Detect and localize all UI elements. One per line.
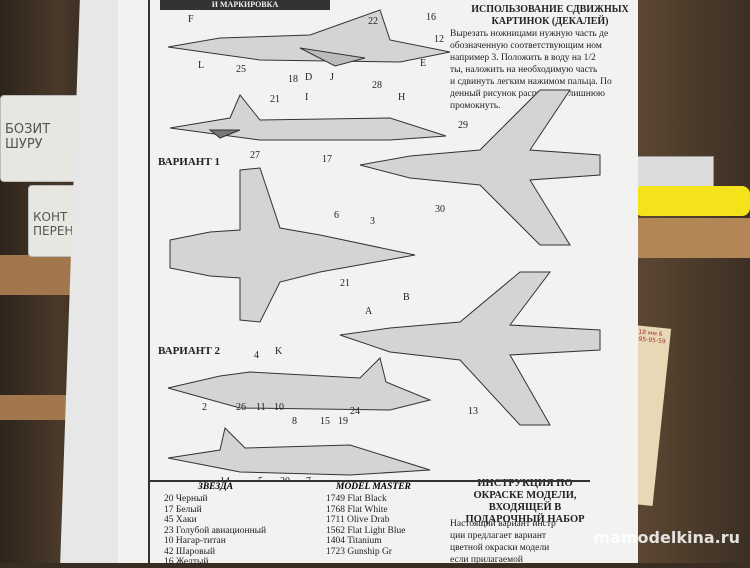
callout: E bbox=[420, 58, 426, 69]
zvezda-list: 20 Черный 17 Белый 45 Хаки 23 Голубой ав… bbox=[164, 494, 266, 568]
legend-row: 45 Хаки bbox=[164, 515, 197, 525]
watermark: mamodelkina.ru bbox=[593, 528, 740, 547]
callout: 13 bbox=[468, 406, 478, 417]
side-view-2 bbox=[169, 94, 447, 141]
top-view-2 bbox=[339, 271, 601, 426]
paint-line: если прилагаемой bbox=[450, 555, 523, 565]
callout: F bbox=[188, 14, 194, 25]
callout: L bbox=[198, 60, 204, 71]
model-master-list: 1749 Flat Black 1768 Flat White 1711 Oli… bbox=[326, 494, 405, 557]
callout: 16 bbox=[426, 12, 436, 23]
callout: 26 bbox=[236, 402, 246, 413]
paint-line: цветной окраски модели bbox=[450, 543, 550, 553]
legend-row: 16 Желтый bbox=[164, 557, 209, 567]
paint-line: ции предлагает вариант bbox=[450, 531, 547, 541]
zvezda-header: ЗВЕЗДА bbox=[198, 482, 234, 492]
callout: 19 bbox=[338, 416, 348, 427]
callout: J bbox=[330, 72, 334, 83]
box-label-1: БОЗИТ ШУРУ bbox=[5, 122, 51, 152]
callout: 24 bbox=[350, 406, 360, 417]
decal-line: ты, наложить на необходимую часть bbox=[450, 65, 598, 75]
decal-line: и сдвинуть легким нажимом пальца. По bbox=[450, 77, 612, 87]
callout: 29 bbox=[458, 120, 468, 131]
bottom-view-1 bbox=[169, 167, 416, 323]
model-master-header: MODEL MASTER bbox=[336, 482, 411, 492]
decal-instructions: Вырезать ножницами нужную часть де обозн… bbox=[450, 28, 640, 112]
callout: 11 bbox=[256, 402, 266, 413]
top-view-1 bbox=[359, 89, 601, 246]
decal-line: Вырезать ножницами нужную часть де bbox=[450, 29, 609, 39]
aircraft-drawings: F L D J E I H K A B 22 16 12 25 18 28 21… bbox=[167, 9, 601, 480]
side-view-4 bbox=[167, 427, 431, 476]
callout: 10 bbox=[274, 402, 284, 413]
device-box bbox=[628, 156, 714, 188]
callout: 3 bbox=[370, 216, 375, 227]
yellow-battery bbox=[634, 186, 750, 216]
callout: B bbox=[403, 292, 410, 303]
callout: 5 bbox=[258, 476, 263, 480]
legend-row: 1562 Flat Light Blue bbox=[326, 525, 406, 536]
callout: 4 bbox=[254, 350, 259, 361]
callout: 14 bbox=[220, 476, 230, 480]
callout: H bbox=[398, 92, 405, 103]
decal-line: например 3. Положить в воду на 1/2 bbox=[450, 53, 596, 63]
callout: 20 bbox=[280, 476, 290, 480]
legend-row: 17 Белый bbox=[164, 504, 202, 515]
paint-legend: ЗВЕЗДА MODEL MASTER 20 Черный 17 Белый 4… bbox=[150, 480, 590, 568]
box-label-2: КОНТ ПЕРЕН bbox=[33, 210, 74, 238]
callout: 15 bbox=[320, 416, 330, 427]
callout: 22 bbox=[368, 16, 378, 27]
callout: 21 bbox=[340, 278, 350, 289]
variant-2-label: ВАРИАНТ 2 bbox=[158, 345, 220, 357]
decal-heading: ИСПОЛЬЗОВАНИЕ СДВИЖНЫХ КАРТИНОК (ДЕКАЛЕЙ… bbox=[471, 4, 629, 27]
side-view-3 bbox=[167, 357, 432, 411]
legend-row: 1404 Titanium bbox=[326, 536, 382, 546]
callout: 17 bbox=[322, 154, 332, 165]
legend-row: 1749 Flat Black bbox=[326, 494, 387, 504]
callout: D bbox=[305, 72, 312, 83]
callout: 18 bbox=[288, 74, 298, 85]
shelf-board-right bbox=[625, 218, 750, 258]
legend-row: 1711 Olive Drab bbox=[326, 515, 390, 525]
legend-row: 42 Шаровый bbox=[164, 546, 216, 557]
callout: 2 bbox=[202, 402, 207, 413]
top-label: И МАРКИРОВКА bbox=[160, 0, 330, 10]
callout: 28 bbox=[372, 80, 382, 91]
callout: 21 bbox=[270, 94, 280, 105]
callout: 27 bbox=[250, 150, 260, 161]
legend-row: 1723 Gunship Gr bbox=[326, 546, 392, 557]
callout: A bbox=[365, 306, 373, 317]
sheet-border bbox=[148, 0, 646, 563]
paint-instructions: Настоящий вариант инстр ции предлагает в… bbox=[450, 518, 590, 566]
decal-line: обозначенную соответствующим ном bbox=[450, 41, 602, 51]
decal-line: денный рисунок расправить, лишнюю bbox=[450, 89, 606, 99]
callout: 30 bbox=[435, 204, 445, 215]
paint-line: Настоящий вариант инстр bbox=[450, 519, 556, 529]
callout: 6 bbox=[334, 210, 339, 221]
legend-row: 23 Голубой авиационный bbox=[164, 525, 267, 536]
callout: 8 bbox=[292, 416, 297, 427]
side-view-1 bbox=[167, 9, 451, 67]
paint-heading: ИНСТРУКЦИЯ ПО ОКРАСКЕ МОДЕЛИ, ВХОДЯЩЕЙ В… bbox=[465, 478, 585, 525]
callout: 7 bbox=[306, 476, 311, 480]
callout: 12 bbox=[434, 34, 444, 45]
callout-labels: F L D J E I H K A B 22 16 12 25 18 28 21… bbox=[188, 12, 478, 480]
legend-row: 20 Черный bbox=[164, 494, 208, 504]
callout: 25 bbox=[236, 64, 246, 75]
callout: I bbox=[305, 92, 308, 103]
legend-row: 10 Нагар-титан bbox=[164, 536, 226, 546]
legend-row: 1768 Flat White bbox=[326, 504, 388, 515]
variant-1-label: ВАРИАНТ 1 bbox=[158, 156, 220, 168]
decal-line: промокнуть. bbox=[450, 101, 501, 111]
callout: K bbox=[275, 346, 283, 357]
plastic-box-1: БОЗИТ ШУРУ bbox=[0, 95, 82, 182]
